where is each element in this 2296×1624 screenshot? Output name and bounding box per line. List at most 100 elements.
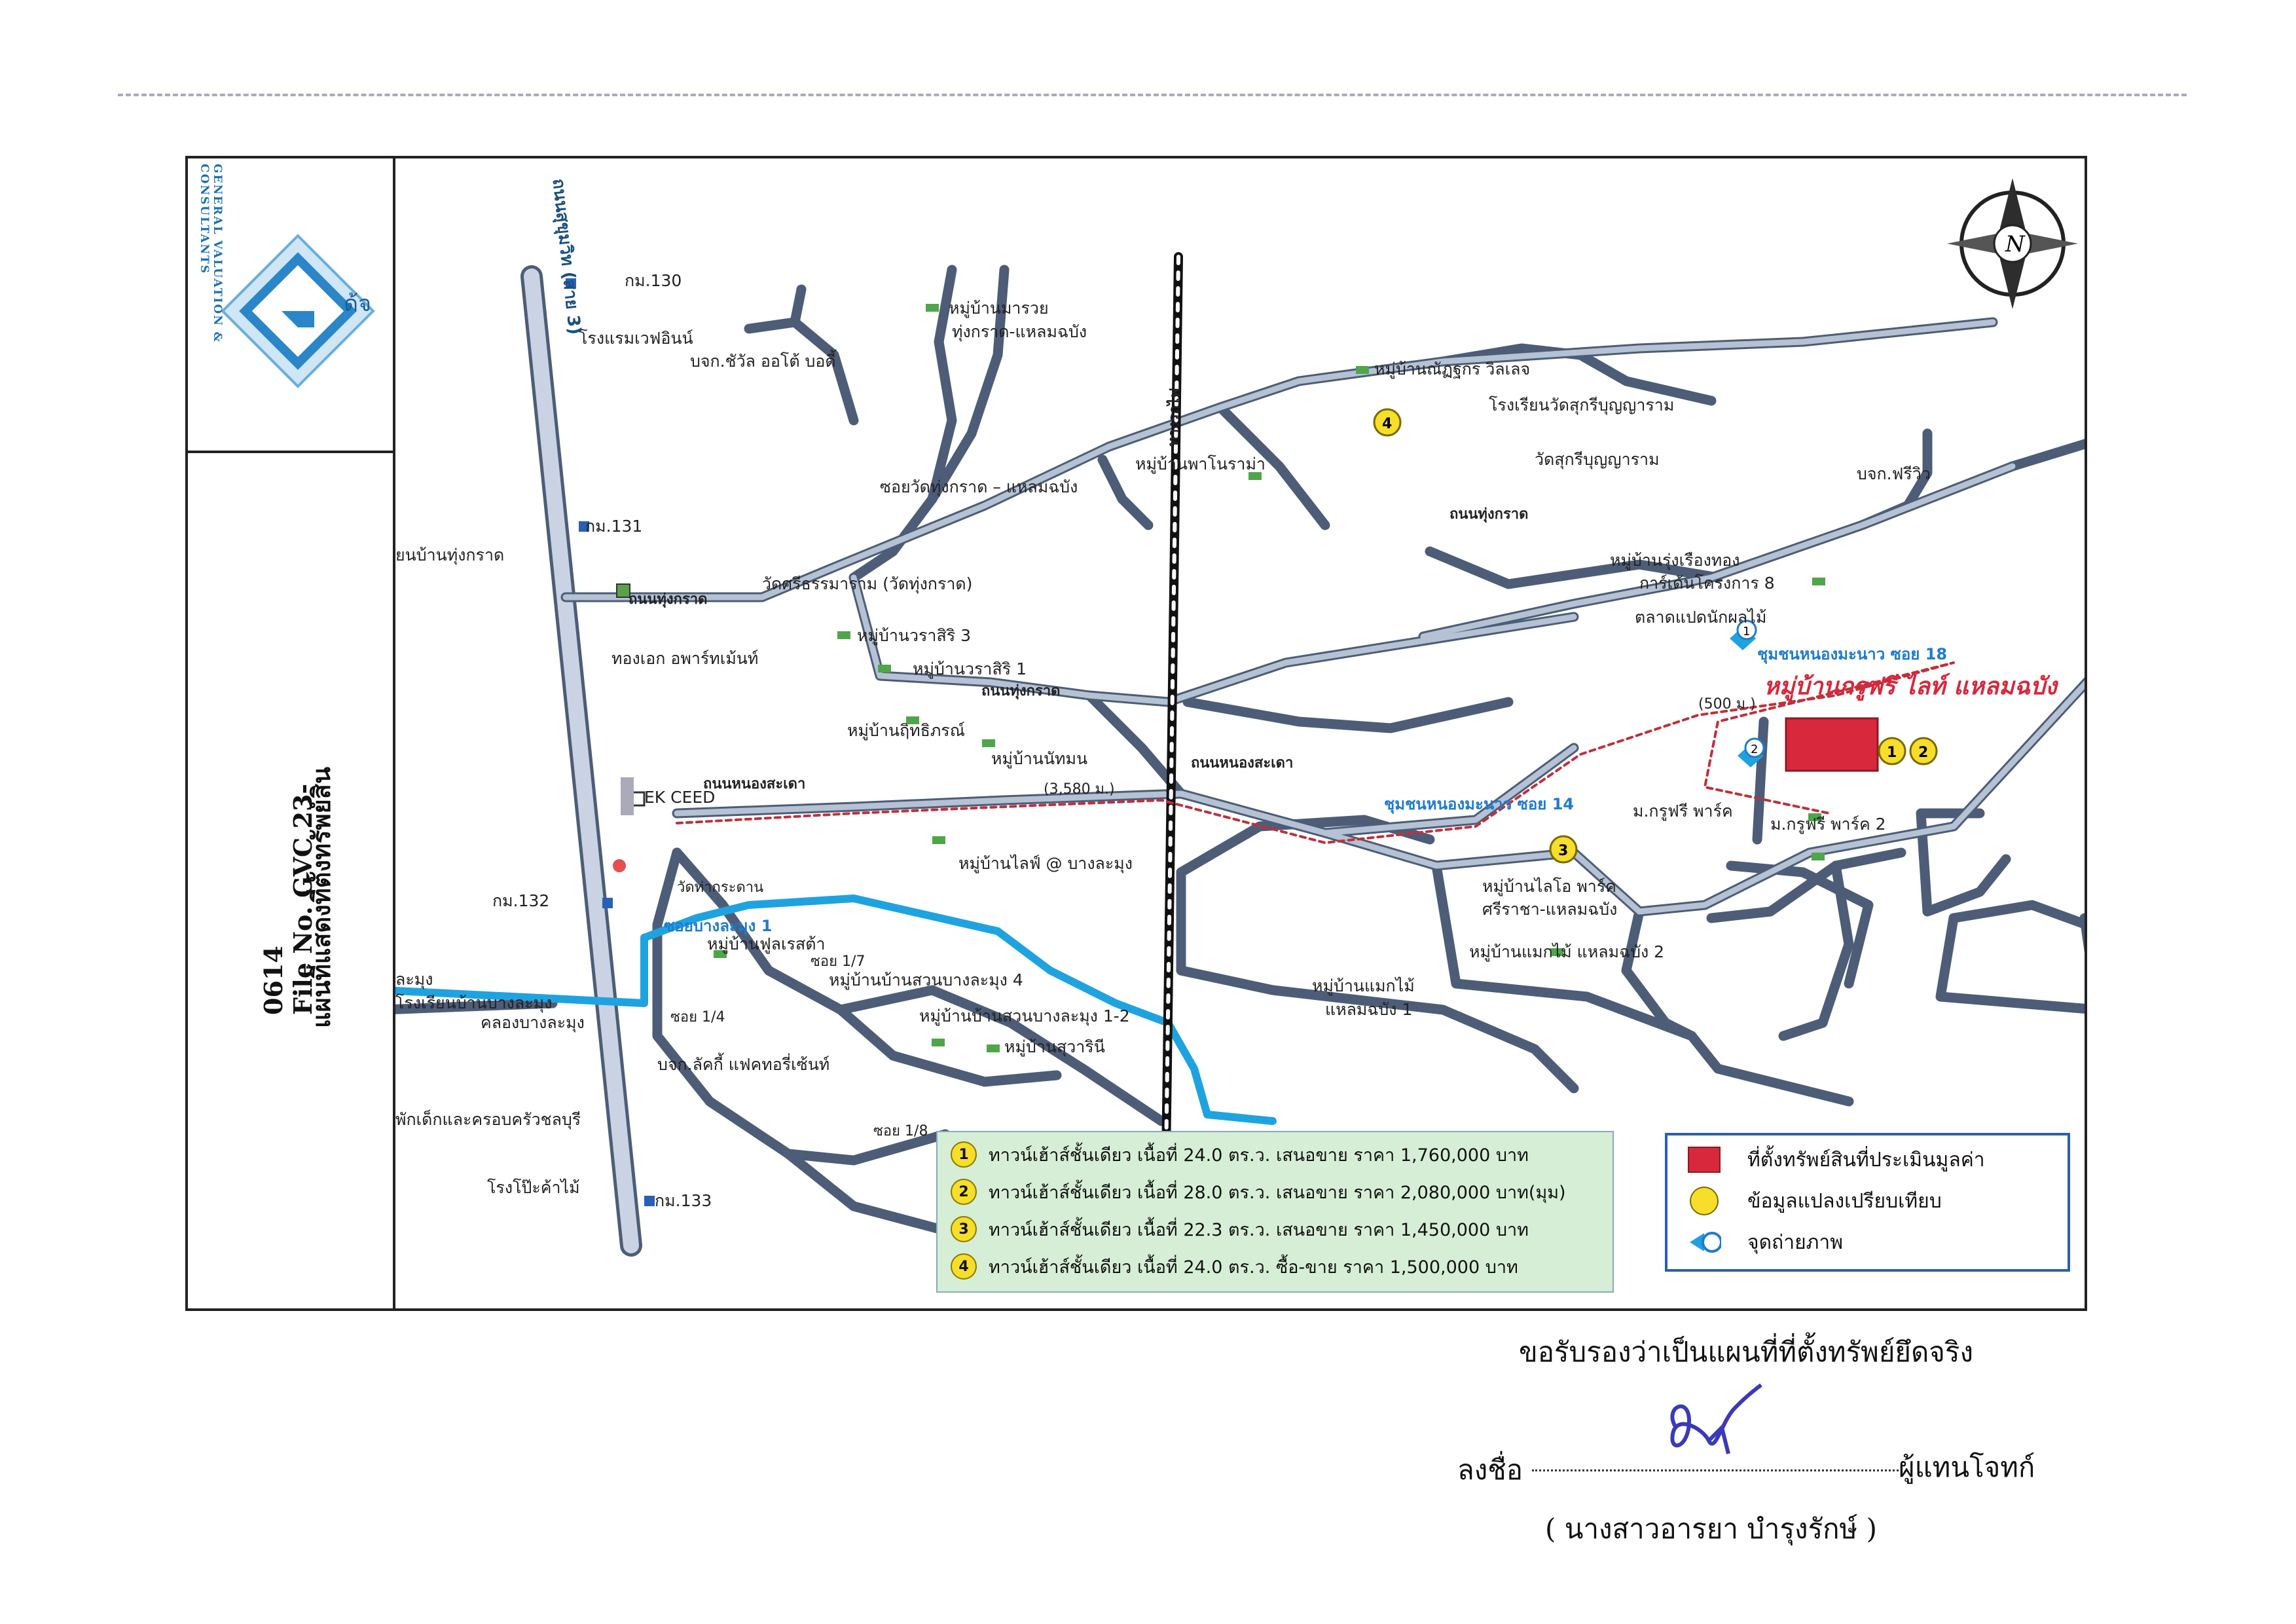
km-post-icon: [566, 278, 576, 289]
label-mb-life: หมู่บ้านไลฟ์ @ บางละมุง: [958, 854, 1133, 874]
comparable-marker-1: 1: [1878, 737, 1906, 766]
village-icon: [1812, 853, 1825, 860]
comparable-text: ทาวน์เฮ้าส์ชั้นเดียว เนื้อที่ 28.0 ตร.ว.…: [989, 1182, 1566, 1203]
label-sriracha: ศรีราชา-แหลมฉบัง: [1482, 900, 1617, 919]
comparable-marker-2: 2: [1909, 737, 1938, 766]
comparable-text: ทาวน์เฮ้าส์ชั้นเดียว เนื้อที่ 22.3 ตร.ว.…: [989, 1219, 1529, 1240]
svg-text:4: 4: [1382, 416, 1392, 432]
village-icon: [1550, 948, 1563, 956]
svg-text:2: 2: [1918, 745, 1928, 761]
label-mb-nathamon: หมู่บ้านนัทมน: [991, 749, 1087, 769]
comparable-row-1: 1 ทาวน์เฮ้าส์ชั้นเดียว เนื้อที่ 24.0 ตร.…: [951, 1137, 1529, 1172]
label-factory: โรงโป๊ะค้าไม้: [487, 1178, 580, 1197]
label-road-nongsadao: ถนนหนองสะเดา: [703, 776, 805, 792]
label-sukhumvit: ถนนสุขุมวิท (สาย 3): [548, 177, 585, 335]
village-icon: [714, 950, 727, 958]
label-mb-phanthin: หมู่บ้านพาโนราม่า: [1135, 454, 1266, 474]
label-bk-lucky: บจก.ลัคกี้ แฟคทอรี่เซ้นท์: [657, 1052, 829, 1074]
legend-label: ข้อมูลแปลงเปรียบเทียบ: [1747, 1189, 1942, 1213]
village-icon: [878, 665, 891, 673]
ekceed-building-icon: [621, 777, 634, 815]
village-icon: [837, 631, 850, 639]
location-map: หมู่บ้านกรูฟรี ไลท์ แหลมฉบัง N 1 2 3 4 1…: [395, 177, 2085, 1257]
comparable-number: 4: [951, 1253, 977, 1280]
subject-square-icon: [1687, 1147, 1721, 1173]
label-road-thungkrat: ถนนทุ่งกราด: [629, 591, 707, 608]
sign-role: ผู้แทนโจทก์: [1899, 1451, 2035, 1483]
comparable-row-3: 3 ทาวน์เฮ้าส์ชั้นเดียว เนื้อที่ 22.3 ตร.…: [951, 1212, 1529, 1246]
village-icon: [987, 1044, 1000, 1052]
label-soi18-nong: ชุมชนหนองมะนาว ซอย 18: [1757, 645, 1947, 665]
label-mb-fullrest: หมู่บ้านฟูลเรสต้า: [707, 934, 825, 954]
label-soi14-nong: ชุมชนหนองมะนาว ซอย 14: [1384, 795, 1574, 815]
company-logo-icon: ด้จ: [221, 234, 375, 388]
village-icon: [1808, 813, 1821, 821]
comparable-number: 1: [951, 1141, 977, 1168]
km-post-icon: [644, 1196, 655, 1206]
label-mb-suwarinee: หมู่บ้านสุวารินี: [1004, 1037, 1105, 1057]
highway-sukhumvit: [524, 268, 639, 1253]
label-garden8: การ์เด้นโครงการ 8: [1639, 574, 1775, 593]
label-railway: ทางรถไฟ: [1164, 388, 1184, 447]
building-icon: [616, 583, 630, 598]
certification-text: ขอรับรองว่าเป็นแผนที่ที่ตั้งทรัพย์ยึดจริ…: [1519, 1336, 1973, 1368]
label-mb-rungruang: หมู่บ้านรุ่งเรืองทอง: [1610, 551, 1740, 570]
label-km132: กม.132: [492, 891, 549, 910]
svg-text:3: 3: [1558, 843, 1568, 859]
svg-text:N: N: [2005, 231, 2026, 257]
label-road-thungkrat-2: ถนนทุ่งกราด: [981, 683, 1060, 700]
river-canal: [395, 895, 1277, 1125]
km-post-icon: [579, 521, 589, 532]
comparable-text: ทาวน์เฮ้าส์ชั้นเดียว เนื้อที่ 24.0 ตร.ว.…: [989, 1257, 1518, 1278]
village-icon: [1356, 366, 1369, 374]
label-thungkrat-laem: ทุ่งกราด-แหลมฉบัง: [952, 322, 1087, 342]
label-km130: กม.130: [625, 271, 682, 290]
label-distance-side: (500 ม.): [1698, 696, 1756, 712]
label-hotel: โรงแรมเวฟอินน์: [579, 329, 693, 348]
village-icon: [1812, 578, 1825, 585]
label-school-thungkrat: ยนบ้านทุ่งกราด: [395, 545, 504, 565]
village-icon: [982, 739, 995, 747]
label-bk-free: บจก.ฟรีวิว: [1857, 464, 1931, 483]
label-km133: กม.133: [655, 1191, 712, 1210]
title-sidebar: [185, 156, 395, 1311]
label-mb-maekmai2: หมู่บ้านแมกไม้ แหลมฉบัง 2: [1469, 942, 1664, 962]
label-mb-suanbang4: หมู่บ้านบ้านสวนบางละมุง 4: [829, 970, 1023, 990]
comparable-row-2: 2 ทาวน์เฮ้าส์ชั้นเดียว เนื้อที่ 28.0 ตร.…: [951, 1175, 1566, 1209]
sign-label: ลงชื่อ: [1457, 1454, 1523, 1486]
label-road-nongsadao-2: ถนนหนองสะเดา: [1191, 755, 1293, 771]
label-km131: กม.131: [585, 517, 642, 536]
label-soi-bang1: ซอยบางละมุง 1: [664, 917, 772, 936]
label-laem1: แหลมฉบัง 1: [1325, 1000, 1412, 1019]
comparable-number: 3: [951, 1216, 977, 1242]
label-mb-wara3: หมู่บ้านวราสิริ 3: [857, 626, 971, 646]
label-school-watsuk: โรงเรียนวัดสุกรีบุญญาราม: [1489, 396, 1674, 415]
legend-item-comparable: ข้อมูลแปลงเปรียบเทียบ: [1687, 1185, 1942, 1217]
comparable-marker-3: 3: [1549, 835, 1578, 864]
village-icon: [932, 836, 945, 844]
signature-line: [1532, 1469, 1899, 1471]
label-mb-suanbang12: หมู่บ้านบ้านสวนบางละมุง 1-2: [919, 1006, 1130, 1026]
comparable-number: 2: [951, 1179, 977, 1205]
label-wat-sri: วัดศรีธรรมาราม (วัดทุ่งกราด): [762, 574, 972, 594]
legend-label: จุดถ่ายภาพ: [1747, 1230, 1844, 1254]
photo-point-2-icon: 2: [1738, 737, 1765, 767]
svg-text:2: 2: [1751, 743, 1758, 756]
label-mb-mailai: หมู่บ้านไลโอ พาร์ค: [1482, 877, 1616, 896]
signature-mark: [1670, 1383, 1762, 1454]
svg-text:1: 1: [1887, 745, 1897, 761]
svg-text:1: 1: [1743, 625, 1750, 638]
label-park2: ม.กรูฟรี พาร์ค 2: [1770, 815, 1886, 834]
photo-point-icon: [1687, 1229, 1721, 1255]
subject-property-label: หมู่บ้านกรูฟรี ไลท์ แหลมฉบัง: [1764, 673, 2059, 701]
label-nursery: พักเด็กและครอบครัวชลบุรี: [395, 1109, 581, 1130]
label-mb-wara1: หมู่บ้านวราสิริ 1: [913, 659, 1027, 679]
label-ekceed: EK CEED: [644, 788, 715, 807]
comparable-marker-4: 4: [1373, 408, 1402, 437]
access-route: [676, 661, 1955, 844]
photo-point-1-icon: 1: [1730, 619, 1757, 650]
signer-name: ( นางสาวอารยา บำรุงรักษ์ ): [1545, 1513, 1877, 1545]
comparable-text: ทาวน์เฮ้าส์ชั้นเดียว เนื้อที่ 24.0 ตร.ว.…: [989, 1145, 1529, 1166]
logo-text: ด้จ: [344, 291, 371, 317]
label-mb-nattakorn: หมู่บ้านณัฏฐกร วิลเลจ: [1374, 360, 1530, 379]
